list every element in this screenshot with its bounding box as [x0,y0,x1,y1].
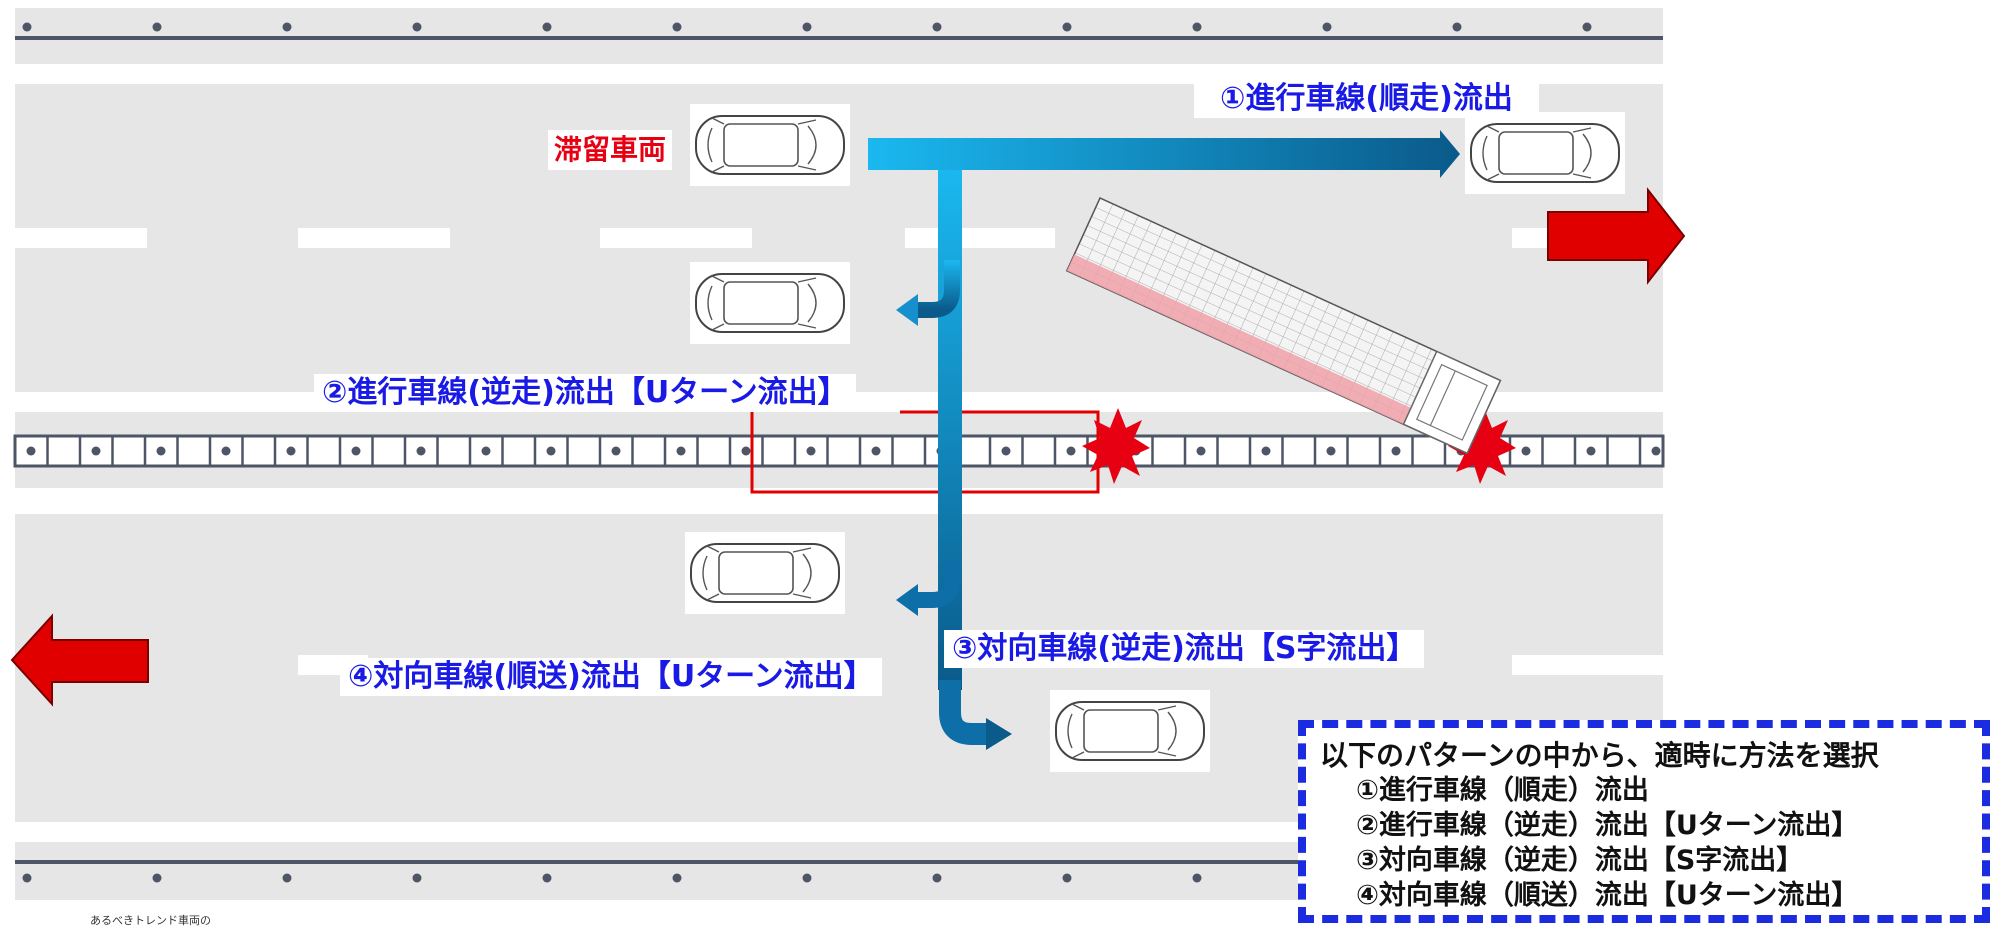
pattern-1-label: ①進行車線(順走)流出 [1194,80,1539,118]
stranded-car [689,103,851,187]
trailer-truck [1065,197,1502,455]
median-barrier [13,434,1665,468]
flow-arrow-4 [912,560,960,608]
legend-item-1: ①進行車線（順走）流出 [1356,775,1649,806]
collision-marker-icon [1082,408,1150,484]
car-pattern-4 [684,531,846,615]
u-turn-route-outline [750,410,1100,494]
flow-arrow-1 [868,130,1460,178]
car-pattern-1 [1464,111,1626,195]
flow-stem [938,170,962,690]
pattern-2-label: ②進行車線(逆走)流出【Uターン流出】 [314,374,856,412]
car-pattern-2 [689,261,851,345]
lane-markings [15,228,1663,675]
footnote-caption: あるべきトレンド車両の [90,914,211,927]
traffic-direction-right-arrow-icon [1547,187,1686,285]
stranded-vehicle-label: 滞留車両 [548,130,673,170]
pattern-3-label: ③対向車線(逆走)流出【S字流出】 [944,630,1425,668]
legend-item-4: ④対向車線（順送）流出【Uターン流出】 [1356,880,1859,912]
legend-item-2: ②進行車線（逆走）流出【Uターン流出】 [1356,810,1859,842]
pattern-legend: 以下のパターンの中から、適時に方法を選択 ①進行車線（順走）流出 ②進行車線（逆… [1298,720,1990,923]
flow-arrow-2 [912,260,960,318]
top-guardrail [15,22,1663,40]
flow-arrow-3 [939,680,990,745]
pattern-4-label: ④対向車線(順送)流出【Uターン流出】 [340,658,882,696]
flow-arrows [868,130,1460,750]
car-pattern-3 [1049,689,1211,773]
legend-title: 以下のパターンの中から、適時に方法を選択 [1320,739,1879,772]
legend-item-3: ③対向車線（逆走）流出【S字流出】 [1356,845,1804,877]
traffic-direction-left-arrow-icon [10,613,149,707]
